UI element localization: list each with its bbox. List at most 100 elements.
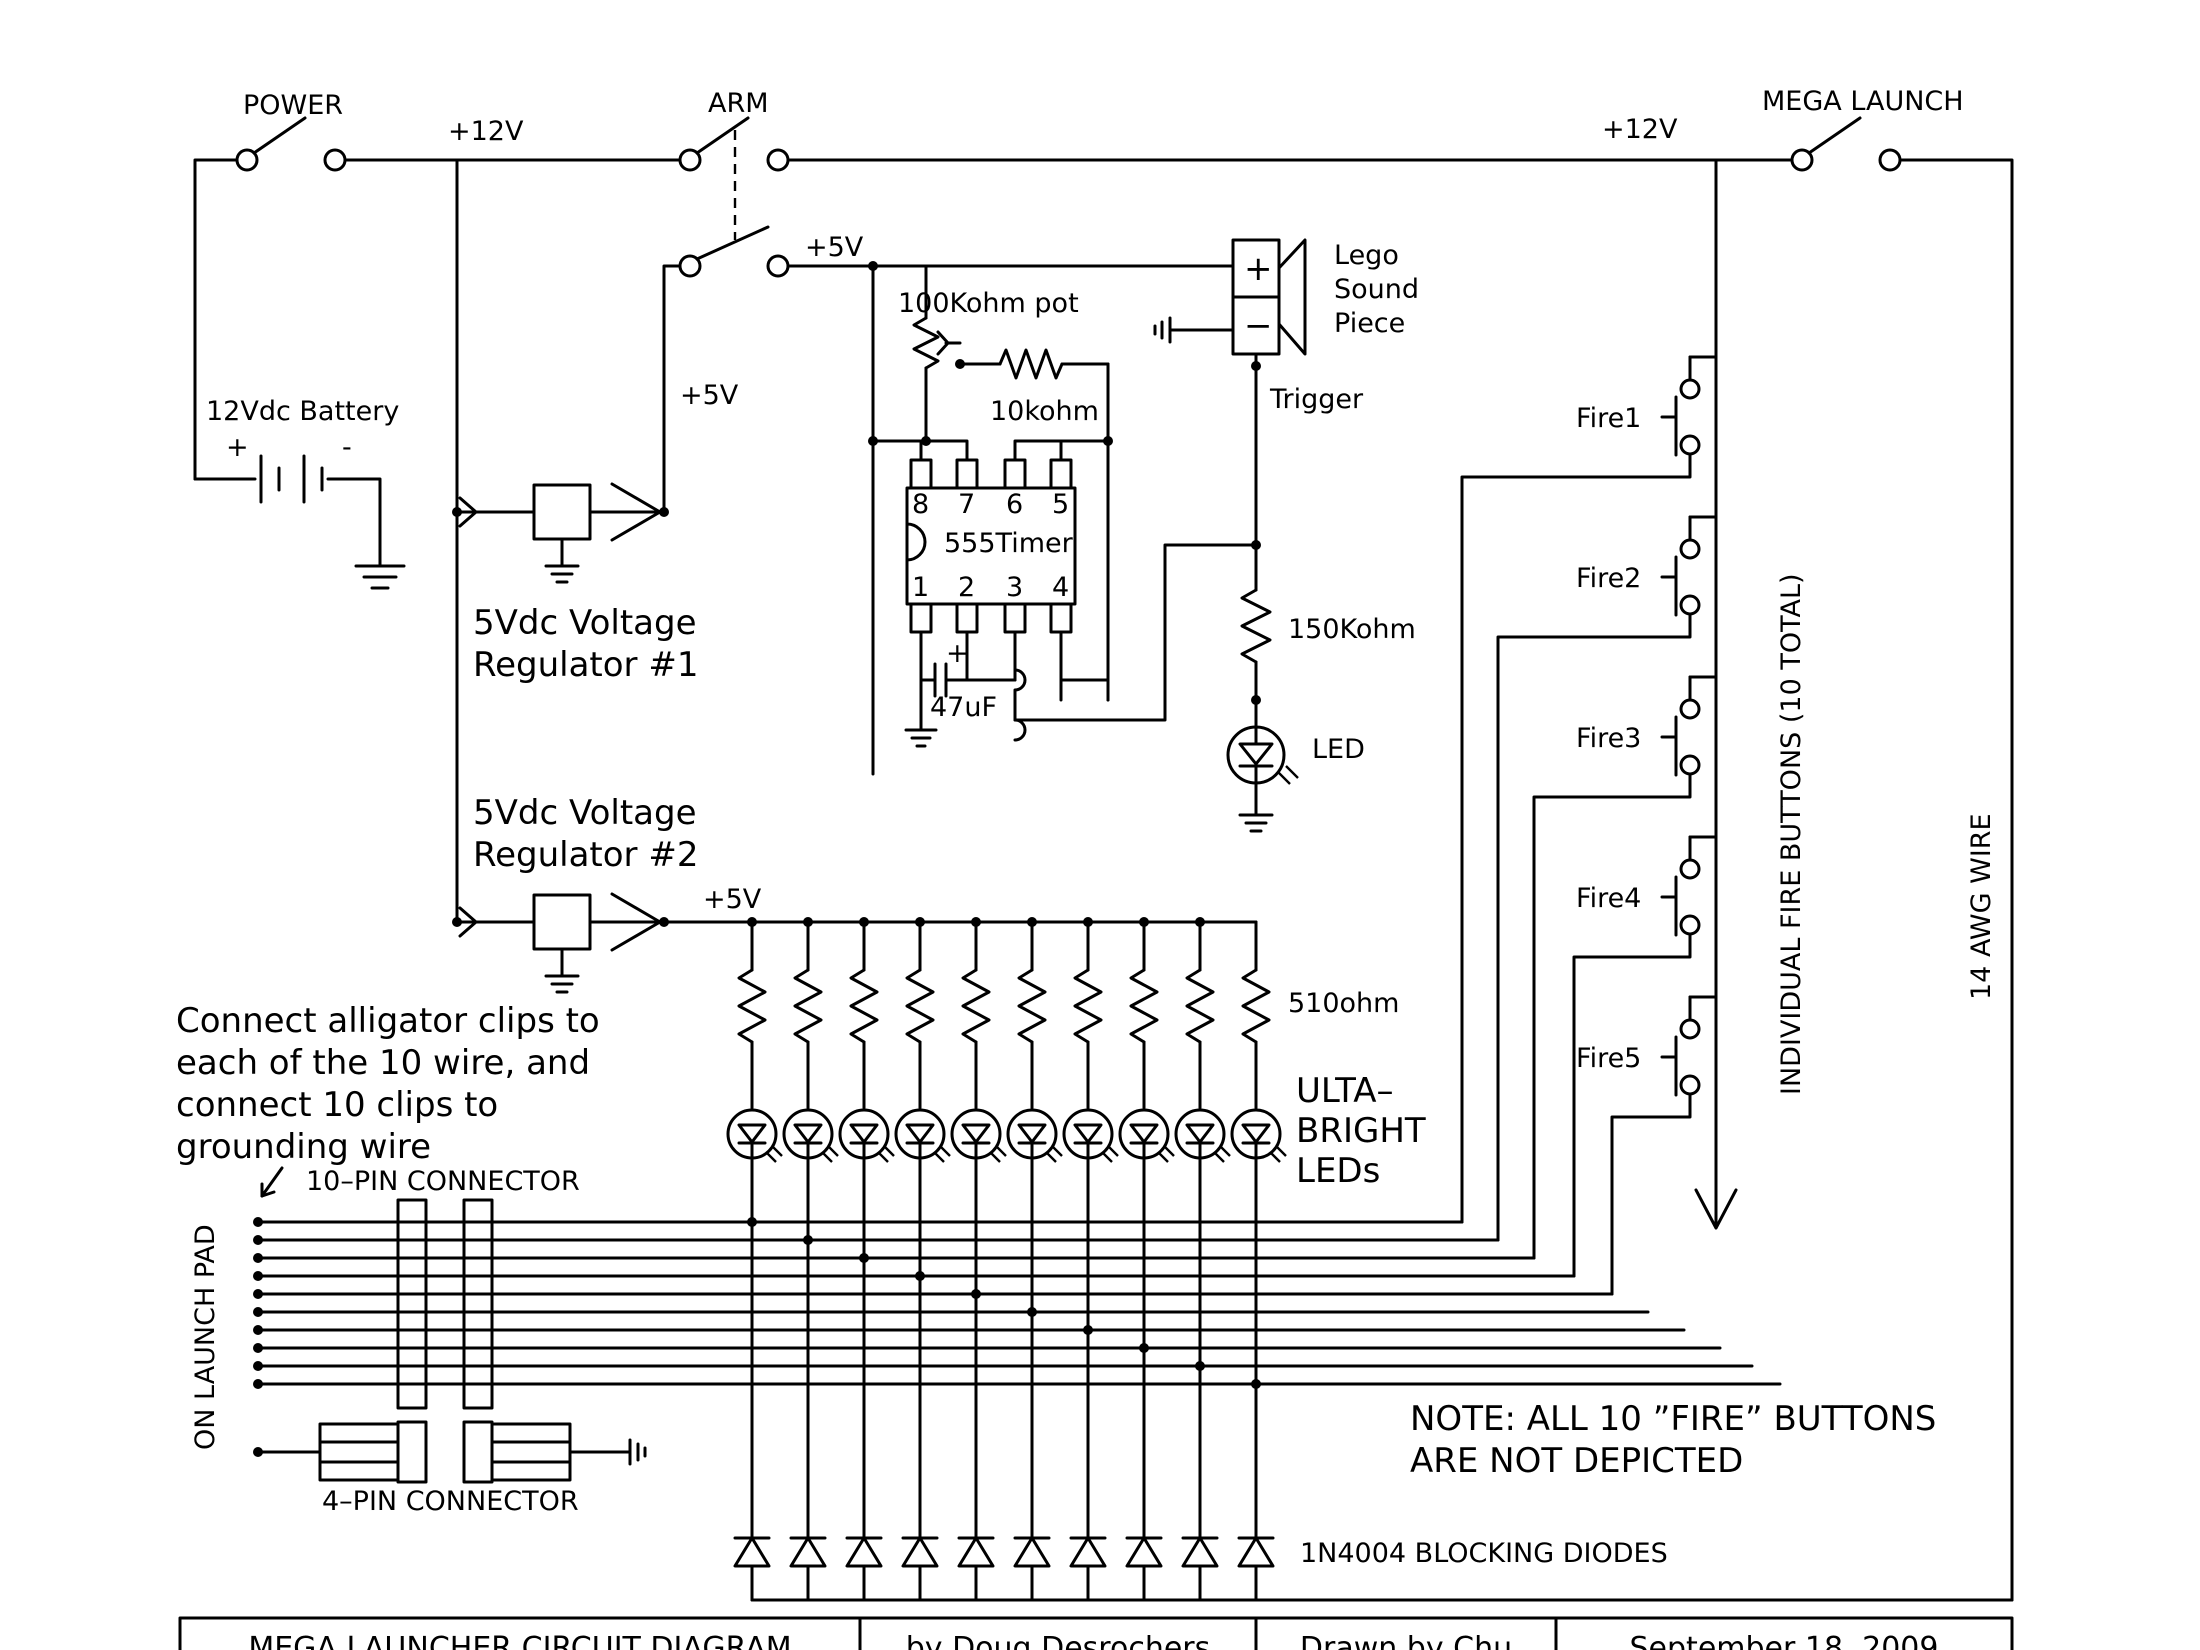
connect-note: Connect alligator clips to each of the 1… xyxy=(176,1001,600,1198)
battery: 12Vdc Battery + - xyxy=(193,396,406,590)
fire-contact xyxy=(1679,1074,1701,1096)
led-channel xyxy=(1118,917,1175,1602)
ultra-line1: ULTA– xyxy=(1296,1071,1394,1111)
resistor-510 xyxy=(793,968,823,1044)
blocking-diode xyxy=(1237,1536,1275,1568)
led-channel xyxy=(1062,917,1119,1602)
sound-minus: − xyxy=(1244,306,1273,346)
fire-button: Fire4 xyxy=(1572,835,1718,1278)
title-block: MEGA LAUNCHER CIRCUIT DIAGRAM by Doug De… xyxy=(178,1616,2014,1650)
pin-4: 4 xyxy=(1052,572,1069,603)
junction-dot xyxy=(803,917,813,927)
light-ray xyxy=(1163,1145,1175,1157)
note-line1: NOTE: ALL 10 ”FIRE” BUTTONS xyxy=(1410,1399,1936,1439)
resistor-510 xyxy=(1073,968,1103,1044)
wire-bus xyxy=(253,1217,1782,1389)
v12-right-label: +12V xyxy=(1602,114,1678,145)
fire-button: Fire3 xyxy=(1532,675,1718,1260)
blocking-diode xyxy=(957,1536,995,1568)
led-channel xyxy=(950,917,1007,1602)
resistor-510 xyxy=(961,968,991,1044)
title-block-date: September 18, 2009 xyxy=(1630,1631,1939,1650)
note-line2: ARE NOT DEPICTED xyxy=(1410,1441,1743,1481)
blocking-diode xyxy=(1181,1536,1219,1568)
blocking-diode xyxy=(1125,1536,1163,1568)
diodes-label: 1N4004 BLOCKING DIODES xyxy=(1300,1538,1668,1569)
led-channel xyxy=(838,917,895,1602)
pin-7: 7 xyxy=(958,489,975,520)
light-ray xyxy=(995,1145,1007,1157)
reg1-line1: 5Vdc Voltage xyxy=(473,603,697,643)
fire-contact xyxy=(1679,914,1701,936)
light-ray xyxy=(1107,1145,1119,1157)
fire-label: Fire1 xyxy=(1576,403,1641,434)
sound-line1: Lego xyxy=(1334,240,1399,271)
junction-dot xyxy=(971,917,981,927)
ultra-line2: BRIGHT xyxy=(1296,1111,1426,1151)
fire-wire xyxy=(1532,772,1692,1260)
ultra-led-arrow xyxy=(1017,1123,1047,1144)
fire-wire xyxy=(1610,1092,1692,1296)
resistor-510 xyxy=(1241,968,1271,1044)
mega-launch-switch: MEGA LAUNCH xyxy=(786,86,2014,1602)
ten-pin-label: 10–PIN CONNECTOR xyxy=(306,1166,580,1197)
light-ray xyxy=(989,1151,1001,1163)
junction-dot xyxy=(1195,917,1205,927)
fire-label: Fire5 xyxy=(1576,1043,1641,1074)
light-ray xyxy=(1219,1145,1231,1157)
light-ray xyxy=(765,1151,777,1163)
light-ray xyxy=(771,1145,783,1157)
junction-dot xyxy=(1083,917,1093,927)
mega-launch-label: MEGA LAUNCH xyxy=(1762,86,1964,117)
arm-5v-label: +5V xyxy=(805,232,864,263)
blocking-diode xyxy=(1013,1536,1051,1568)
light-ray xyxy=(1051,1145,1063,1157)
battery-label: 12Vdc Battery xyxy=(206,396,399,427)
sound-line3: Piece xyxy=(1334,308,1405,339)
ultra-line3: LEDs xyxy=(1296,1151,1380,1191)
resistor-510 xyxy=(737,968,767,1044)
ultra-led-arrow xyxy=(793,1123,823,1144)
fire-button: Fire1 xyxy=(1460,355,1718,1224)
connect-note-line4: grounding wire xyxy=(176,1127,431,1167)
light-ray xyxy=(933,1151,945,1163)
light-ray xyxy=(827,1145,839,1157)
pin-2: 2 xyxy=(958,572,975,603)
resistor-510 xyxy=(1017,968,1047,1044)
fire-contact xyxy=(1679,378,1701,400)
ultra-led-arrow xyxy=(1185,1123,1215,1144)
light-ray xyxy=(877,1151,889,1163)
reg2-line2: Regulator #2 xyxy=(473,835,698,875)
light-ray xyxy=(1101,1151,1113,1163)
four-pin-label: 4–PIN CONNECTOR xyxy=(322,1486,579,1517)
arm-label: ARM xyxy=(708,88,769,119)
timer-section: +5V 100Kohm pot 10kohm 555Timer 8 7 6 5 xyxy=(786,232,1255,776)
light-ray xyxy=(939,1145,951,1157)
resistor-510 xyxy=(905,968,935,1044)
ultra-led-arrow xyxy=(1241,1123,1271,1144)
timer-chip xyxy=(905,486,1077,606)
fire-contact xyxy=(1679,538,1701,560)
blocking-diode xyxy=(901,1536,939,1568)
light-ray xyxy=(1269,1151,1281,1163)
pin-5: 5 xyxy=(1052,489,1069,520)
light-ray xyxy=(1045,1151,1057,1163)
regulator-1: +5V 5Vdc Voltage Regulator #1 xyxy=(458,264,739,685)
individual-fire-label: INDIVIDUAL FIRE BUTTONS (10 TOTAL) xyxy=(1776,573,1807,1095)
fire-contact xyxy=(1679,434,1701,456)
pot-label: 100Kohm pot xyxy=(898,288,1079,319)
blocking-diode xyxy=(789,1536,827,1568)
light-ray xyxy=(1275,1145,1287,1157)
power-label: POWER xyxy=(243,90,343,121)
timer-label: 555Timer xyxy=(944,528,1074,559)
pin-1: 1 xyxy=(912,572,929,603)
led-channels xyxy=(726,917,2014,1602)
fire-contact xyxy=(1679,698,1701,720)
launch-pad-label: ON LAUNCH PAD xyxy=(190,1224,221,1450)
resistor-510 xyxy=(1129,968,1159,1044)
ultra-led-arrow xyxy=(849,1123,879,1144)
resistor-510 xyxy=(849,968,879,1044)
light-ray xyxy=(1213,1151,1225,1163)
reg2-line1: 5Vdc Voltage xyxy=(473,793,697,833)
